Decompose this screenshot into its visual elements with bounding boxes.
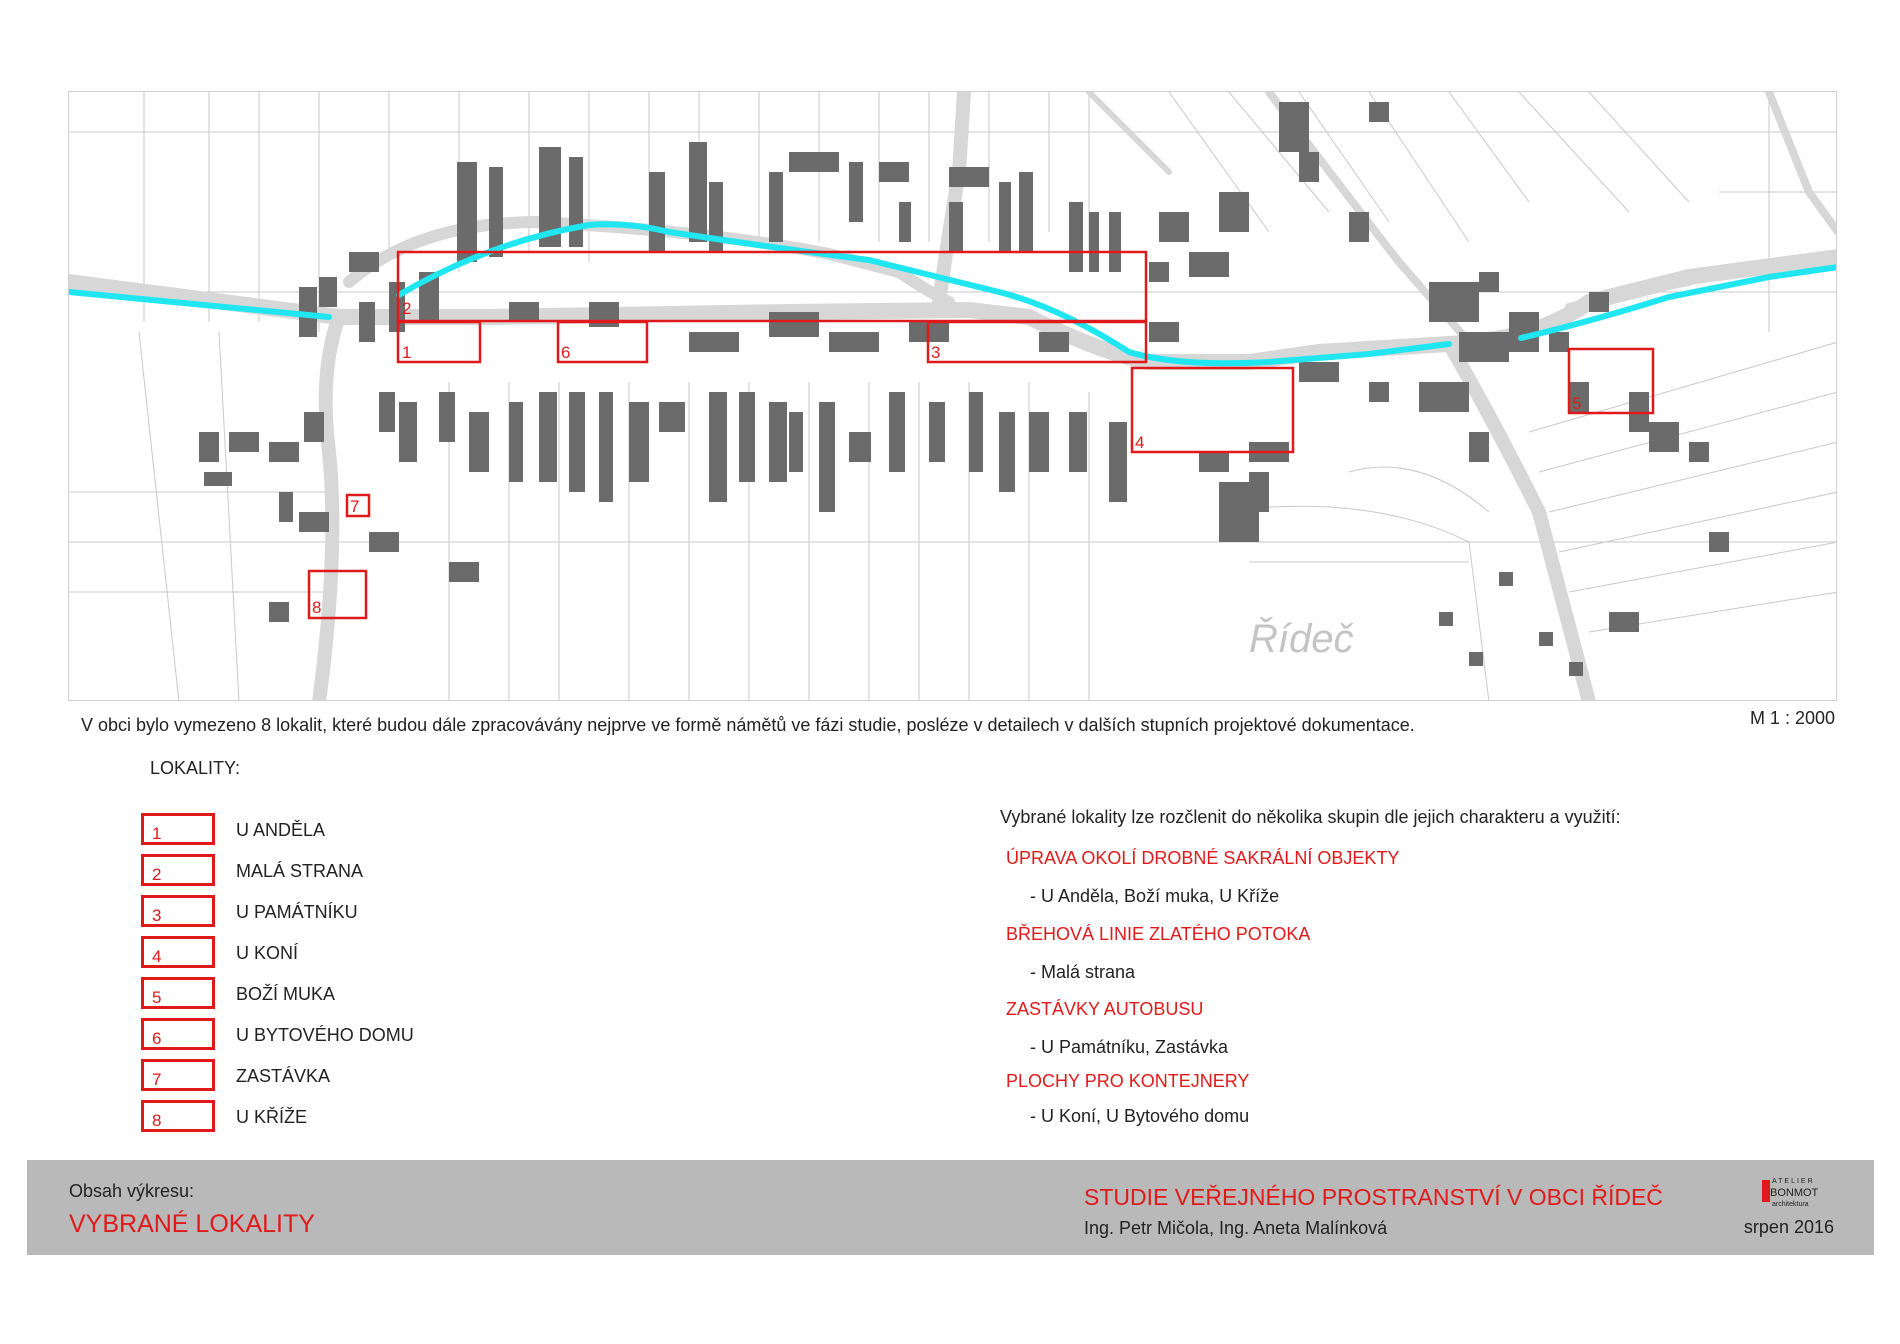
legend-item-u-bytoveho-domu[interactable]: 6 U BYTOVÉHO DOMU xyxy=(141,1018,541,1052)
legend-number: 2 xyxy=(152,865,162,884)
groups-intro: Vybrané lokality lze rozčlenit do několi… xyxy=(1000,807,1621,827)
locality-1-rect[interactable] xyxy=(396,320,482,364)
legend-box: 8 xyxy=(141,1100,215,1132)
authors: Ing. Petr Mičola, Ing. Aneta Malínková xyxy=(1084,1218,1388,1238)
group-title: ÚPRAVA OKOLÍ DROBNÉ SAKRÁLNÍ OBJEKTY xyxy=(1006,848,1400,868)
locality-5-rect[interactable] xyxy=(1567,347,1655,415)
content-title: VYBRANÉ LOKALITY xyxy=(69,1210,315,1238)
title-block: Obsah výkresu: VYBRANÉ LOKALITY STUDIE V… xyxy=(27,1160,1874,1255)
group-title: ZASTÁVKY AUTOBUSU xyxy=(1006,999,1204,1019)
localities-title: LOKALITY: xyxy=(150,758,241,778)
locality-rects xyxy=(307,250,1655,620)
legend-box: 3 xyxy=(141,895,215,927)
place-label: Řídeč xyxy=(1249,616,1354,661)
locality-4-rect[interactable] xyxy=(1130,366,1295,454)
legend-label: ZASTÁVKA xyxy=(236,1066,331,1086)
group-items: - Malá strana xyxy=(1030,962,1136,982)
legend-label: U KONÍ xyxy=(236,943,299,963)
locality-3-number: 3 xyxy=(931,343,940,362)
legend-item-zastavka[interactable]: 7 ZASTÁVKA xyxy=(141,1059,541,1093)
legend-box: 1 xyxy=(141,813,215,845)
legend-number: 5 xyxy=(152,988,162,1007)
map-caption: V obci bylo vymezeno 8 lokalit, které bu… xyxy=(81,715,1415,735)
locality-7-number: 7 xyxy=(350,497,359,516)
legend-box: 2 xyxy=(141,854,215,886)
legend-number: 7 xyxy=(152,1070,162,1089)
legend-label: U PAMÁTNÍKU xyxy=(236,902,358,922)
legend-box: 7 xyxy=(141,1059,215,1091)
locality-3-rect[interactable] xyxy=(926,320,1148,364)
legend-number: 8 xyxy=(152,1111,162,1130)
project-title: STUDIE VEŘEJNÉHO PROSTRANSTVÍ V OBCI ŘÍD… xyxy=(1084,1184,1663,1210)
locality-6-number: 6 xyxy=(561,343,570,362)
legend-label: U KŘÍŽE xyxy=(236,1107,308,1127)
legend-box: 6 xyxy=(141,1018,215,1050)
site-map[interactable]: Řídeč 2 1 6 3 4 5 7 8 xyxy=(68,91,1837,701)
legend-label: U BYTOVÉHO DOMU xyxy=(236,1025,414,1045)
legend-number: 1 xyxy=(152,824,162,843)
locality-8-number: 8 xyxy=(312,598,321,617)
legend-box: 5 xyxy=(141,977,215,1009)
stream-zlaty-potok xyxy=(69,221,1836,367)
legend-number: 6 xyxy=(152,1029,162,1048)
atelier-bonmot-logo: ATELIER BONMOT architektura xyxy=(1762,1178,1819,1208)
legend-label: BOŽÍ MUKA xyxy=(236,984,336,1004)
legend-item-mala-strana[interactable]: 2 MALÁ STRANA xyxy=(141,854,541,888)
svg-text:BONMOT: BONMOT xyxy=(1770,1187,1819,1199)
legend-item-u-krize[interactable]: 8 U KŘÍŽE xyxy=(141,1100,541,1134)
group-items: - U Koní, U Bytového domu xyxy=(1030,1106,1250,1126)
legend-label: MALÁ STRANA xyxy=(236,861,364,881)
group-items: - U Památníku, Zastávka xyxy=(1030,1037,1229,1057)
legend-label: U ANDĚLA xyxy=(236,820,326,840)
svg-text:ATELIER: ATELIER xyxy=(1772,1178,1815,1185)
legend-number: 4 xyxy=(152,947,162,966)
legend-item-u-andela[interactable]: 1 U ANDĚLA xyxy=(141,813,541,847)
locality-8-rect[interactable] xyxy=(307,569,368,620)
legend-item-u-koni[interactable]: 4 U KONÍ xyxy=(141,936,541,970)
date: srpen 2016 xyxy=(1743,1217,1834,1237)
locality-7-rect[interactable] xyxy=(345,493,371,518)
locality-6-rect[interactable] xyxy=(556,320,649,364)
group-title: PLOCHY PRO KONTEJNERY xyxy=(1006,1071,1250,1091)
locality-1-number: 1 xyxy=(402,343,411,362)
map-scale: M 1 : 2000 xyxy=(1749,708,1835,728)
locality-5-number: 5 xyxy=(1572,394,1581,413)
buildings xyxy=(199,102,1729,676)
group-title: BŘEHOVÁ LINIE ZLATÉHO POTOKA xyxy=(1006,924,1311,944)
content-label: Obsah výkresu: xyxy=(69,1181,195,1201)
map-canvas: Řídeč 2 1 6 3 4 5 7 8 xyxy=(69,92,1836,700)
legend-box: 4 xyxy=(141,936,215,968)
legend-item-u-pamatniku[interactable]: 3 U PAMÁTNÍKU xyxy=(141,895,541,929)
svg-text:architektura: architektura xyxy=(1772,1201,1809,1208)
legend-item-bozi-muka[interactable]: 5 BOŽÍ MUKA xyxy=(141,977,541,1011)
locality-2-number: 2 xyxy=(402,299,411,318)
locality-2-rect[interactable] xyxy=(396,250,1148,323)
group-items: - U Anděla, Boží muka, U Kříže xyxy=(1030,886,1280,906)
legend-number: 3 xyxy=(152,906,162,925)
locality-4-number: 4 xyxy=(1135,433,1144,452)
locality-numbers: 2 1 6 3 4 5 7 8 xyxy=(312,299,1581,617)
